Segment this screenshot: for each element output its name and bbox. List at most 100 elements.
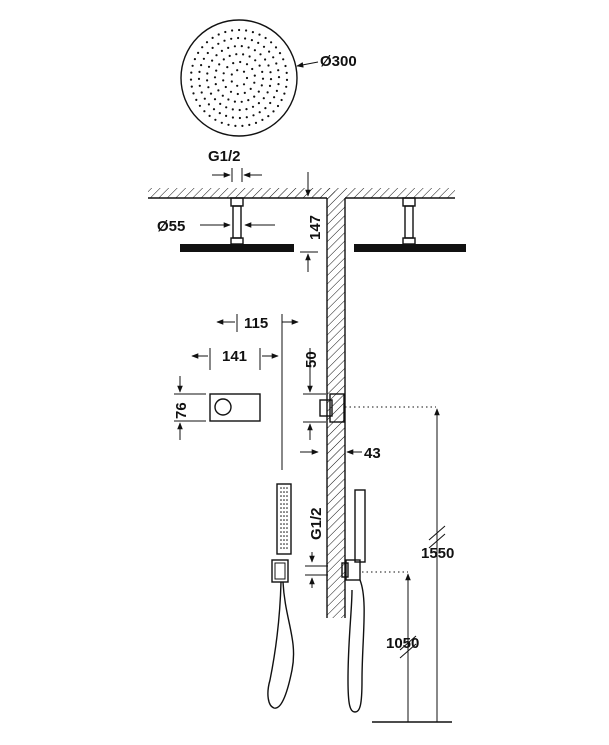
- nozzle-dot: [211, 36, 214, 40]
- nozzle-dot: [269, 78, 273, 81]
- nozzle-dot: [200, 91, 203, 94]
- nozzle-dot: [282, 58, 285, 61]
- hose-side: [347, 579, 365, 713]
- control-plate-front: [209, 393, 261, 422]
- nozzle-dot: [215, 54, 218, 57]
- nozzle-dot: [269, 101, 272, 105]
- nozzle-dot: [277, 69, 280, 72]
- hand-shower-side: [341, 489, 408, 713]
- nozzle-dot: [248, 123, 251, 126]
- nozzle-dot: [238, 108, 241, 112]
- hand-nozzle-dot: [280, 527, 282, 529]
- nozzle-dot: [264, 36, 267, 40]
- nozzle-dot: [242, 53, 245, 56]
- nozzle-dot: [238, 116, 241, 120]
- shower-head-top-view: Ø300: [180, 19, 357, 137]
- shower-head-outline: [180, 19, 298, 137]
- nozzle-dot: [225, 106, 228, 109]
- shower-head-side-left: [180, 244, 294, 252]
- nozzle-dot: [252, 114, 255, 117]
- hand-nozzle-dot: [286, 511, 288, 513]
- nozzle-dot: [206, 51, 209, 55]
- nozzle-dot: [213, 76, 217, 79]
- nozzle-dot: [203, 110, 206, 113]
- hand-nozzle-dot: [280, 539, 282, 541]
- nozzle-dot: [235, 53, 238, 56]
- hand-nozzle-dot: [283, 503, 285, 505]
- nozzle-dot: [253, 81, 256, 84]
- nozzle-dot: [247, 46, 250, 49]
- nozzle-dot: [236, 92, 239, 96]
- nozzle-dot: [220, 49, 223, 53]
- hand-nozzle-dot: [286, 531, 288, 533]
- nozzle-dot: [222, 79, 225, 82]
- hand-nozzle-dot: [283, 531, 285, 533]
- nozzle-dot: [190, 85, 193, 88]
- valve-spacing-dimension: 50: [303, 348, 326, 440]
- nozzle-dot: [274, 46, 278, 49]
- hand-nozzle-dot: [286, 547, 288, 549]
- nozzle-dot: [214, 118, 217, 121]
- nozzle-dot: [218, 112, 221, 115]
- ceiling-left-hatch: [148, 188, 335, 198]
- nozzle-dot: [245, 29, 248, 32]
- nozzle-dot: [207, 86, 210, 89]
- shower-head-side-right: [354, 244, 466, 252]
- hand-nozzle-dot: [283, 511, 285, 513]
- nozzle-dot: [248, 55, 251, 58]
- nozzle-dot: [258, 64, 261, 67]
- nozzle-dot: [285, 78, 289, 81]
- valve-side-view: [319, 393, 436, 423]
- hand-nozzle-dot: [280, 499, 282, 501]
- shower-arm-left: [180, 197, 294, 252]
- hand-nozzle-dot: [286, 527, 288, 529]
- nozzle-dot: [190, 71, 193, 74]
- hand-nozzle-dot: [286, 519, 288, 521]
- hand-nozzle-dot: [286, 491, 288, 493]
- nozzle-dot: [247, 99, 250, 102]
- nozzle-dot: [191, 64, 194, 67]
- inlet-thread-side-dimension: G1/2: [305, 507, 328, 588]
- hand-nozzle-dot: [286, 503, 288, 505]
- nozzle-dot: [261, 70, 264, 73]
- nozzle-dot: [277, 83, 280, 86]
- valve-knob: [319, 399, 333, 417]
- nozzle-dot: [205, 41, 209, 44]
- hand-nozzle-dot: [283, 507, 285, 509]
- plate-width-label: 141: [222, 348, 247, 365]
- nozzle-dot: [268, 84, 272, 87]
- nozzle-dot: [219, 102, 222, 105]
- nozzle-dot: [203, 97, 206, 100]
- hand-nozzle-dot: [286, 515, 288, 517]
- outlet-height-label: 1050: [386, 635, 419, 652]
- nozzle-dot: [209, 92, 213, 95]
- nozzle-dot: [253, 74, 256, 77]
- nozzle-dot: [257, 102, 260, 105]
- shower-head-nozzles: [189, 28, 289, 127]
- nozzle-dot: [231, 29, 234, 32]
- nozzle-dot: [245, 63, 249, 66]
- control-knob: [214, 398, 232, 416]
- hand-nozzle-dot: [286, 535, 288, 537]
- arm-length-label: 147: [307, 215, 324, 240]
- nozzle-dot: [230, 37, 233, 40]
- nozzle-dot: [206, 72, 209, 75]
- nozzle-dot: [234, 124, 237, 127]
- plate-outline: [209, 393, 261, 422]
- inlet-thread-side-label: G1/2: [308, 507, 325, 540]
- nozzle-dot: [240, 100, 243, 103]
- wall-projection-label: 43: [364, 445, 381, 462]
- arm-length-dimension: 147: [300, 172, 324, 272]
- nozzle-dot: [276, 104, 280, 108]
- nozzle-dot: [257, 90, 260, 93]
- nozzle-dot: [273, 96, 276, 99]
- nozzle-dot: [261, 118, 264, 121]
- nozzle-dot: [230, 80, 233, 83]
- hand-nozzle-dot: [283, 543, 285, 545]
- hand-nozzle-dot: [280, 507, 282, 509]
- hand-nozzle-dot: [286, 487, 288, 489]
- nozzle-dot: [249, 87, 252, 90]
- nozzle-dot: [206, 79, 209, 82]
- hand-nozzle-dot: [280, 547, 282, 549]
